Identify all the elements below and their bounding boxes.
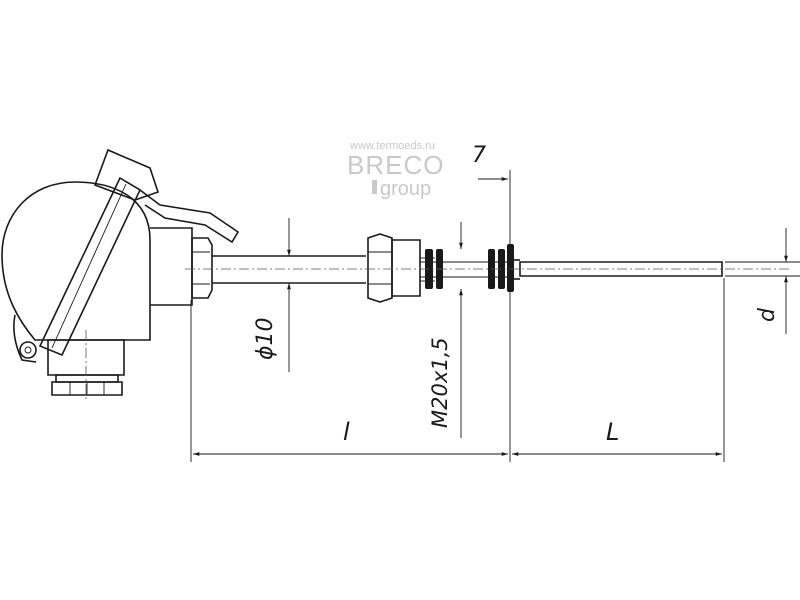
watermark-sub: group bbox=[380, 178, 431, 200]
immersion-length-label: L bbox=[606, 418, 619, 446]
pitch-label: 7 bbox=[472, 143, 486, 168]
head-nut bbox=[191, 237, 213, 299]
dim-probe-diameter: d bbox=[725, 228, 800, 334]
dim-stem-diameter: ϕ10 bbox=[253, 218, 291, 372]
connection-head bbox=[1, 148, 240, 363]
watermark-url: www.termoeds.ru bbox=[349, 140, 435, 152]
watermark-brand: BRECO bbox=[347, 150, 444, 180]
watermark-mark-icon bbox=[372, 180, 377, 194]
dim-thread: M20x1,5 bbox=[428, 222, 463, 438]
watermark: www.termoeds.ru BRECO group bbox=[347, 140, 444, 200]
stem-diameter-label: ϕ10 bbox=[253, 317, 278, 360]
probe-diameter-label: d bbox=[755, 307, 780, 322]
probe-sheath bbox=[519, 261, 723, 277]
cable-gland bbox=[47, 330, 125, 402]
spring bbox=[420, 244, 520, 292]
dim-pitch: 7 bbox=[472, 143, 511, 462]
stem-length-label: l bbox=[343, 418, 350, 446]
stem-tube bbox=[212, 255, 366, 284]
fitting-nut bbox=[367, 233, 435, 303]
thread-label: M20x1,5 bbox=[428, 337, 452, 428]
dim-lengths: l L bbox=[190, 278, 725, 462]
